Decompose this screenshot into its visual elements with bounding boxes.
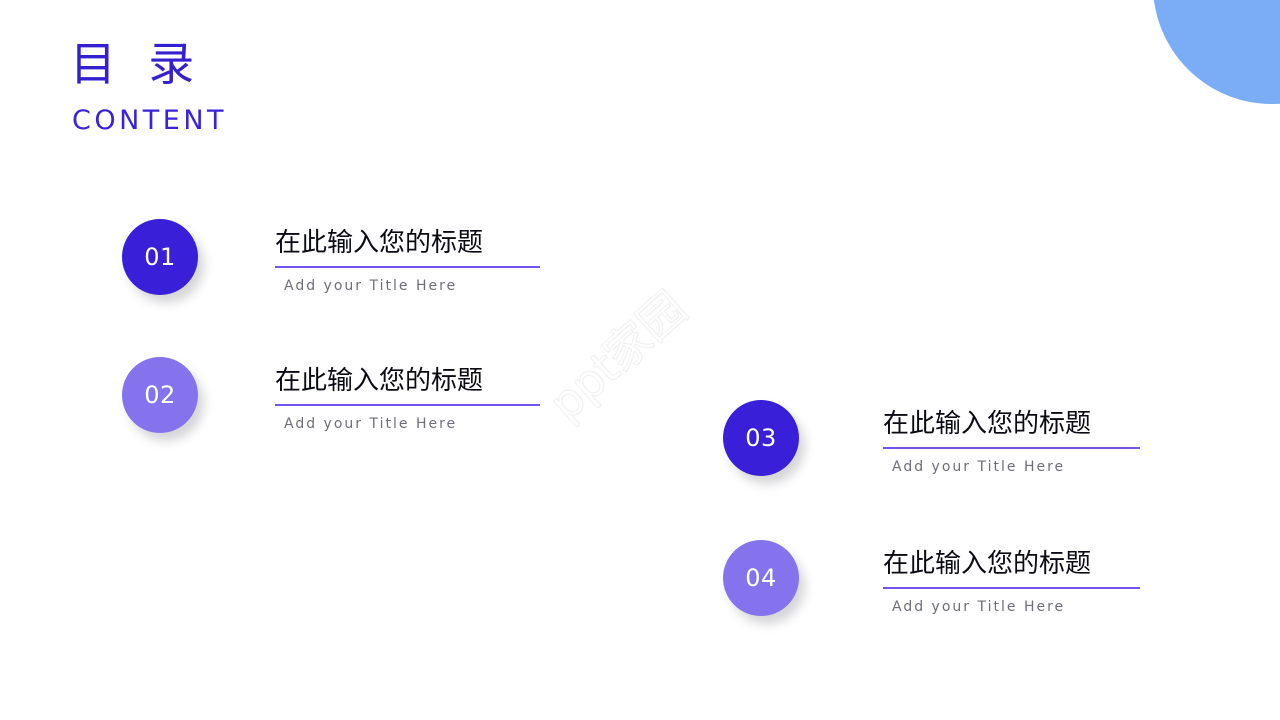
item-number-badge-02[interactable]: 02 (122, 357, 198, 433)
page-subtitle: CONTENT (72, 105, 228, 136)
item-title-03: 在此输入您的标题 (883, 409, 1092, 439)
item-subtitle-02: Add your Title Here (284, 416, 458, 432)
slide-header: 目 录 CONTENT (70, 36, 227, 136)
blue-corner-circle (1153, 0, 1280, 104)
item-text-block-04: 在此输入您的标题 Add your Title Here (883, 549, 1140, 616)
item-text-block-02: 在此输入您的标题 Add your Title Here (275, 366, 540, 433)
item-number-badge-03[interactable]: 03 (723, 400, 799, 476)
item-text-block-03: 在此输入您的标题 Add your Title Here (883, 409, 1140, 476)
item-number-badge-01[interactable]: 01 (122, 219, 198, 295)
item-number-badge-04[interactable]: 04 (723, 540, 799, 616)
item-title-01: 在此输入您的标题 (275, 228, 484, 258)
item-title-02: 在此输入您的标题 (275, 366, 484, 396)
item-subtitle-03: Add your Title Here (892, 459, 1066, 475)
item-divider-03 (883, 447, 1140, 449)
item-divider-02 (275, 404, 540, 406)
item-text-block-01: 在此输入您的标题 Add your Title Here (275, 228, 540, 295)
item-subtitle-04: Add your Title Here (892, 599, 1066, 615)
item-divider-04 (883, 587, 1140, 589)
item-title-04: 在此输入您的标题 (883, 549, 1092, 579)
item-divider-01 (275, 266, 540, 268)
item-subtitle-01: Add your Title Here (284, 278, 458, 294)
page-title: 目 录 (70, 37, 196, 91)
